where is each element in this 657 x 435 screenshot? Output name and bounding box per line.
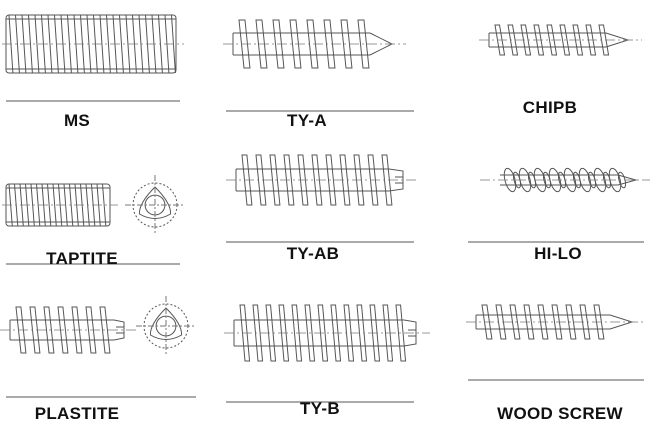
ty-b-screw	[233, 304, 417, 362]
hi-lo-screw	[500, 167, 638, 193]
chipb-screw	[488, 24, 630, 56]
plastite-cross-section	[136, 296, 196, 356]
label-ty-b: TY-B	[300, 399, 340, 418]
ty-ab-screw	[235, 154, 404, 206]
label-ms: MS	[63, 111, 91, 130]
label-plastite: PLASTITE	[34, 404, 120, 423]
label-chipb: CHIPB	[522, 98, 578, 117]
label-hi-lo: HI-LO	[534, 244, 582, 263]
label-ty-ab: TY-AB	[286, 244, 340, 263]
label-taptite: TAPTITE	[46, 249, 118, 268]
taptite-cross-section	[125, 175, 185, 235]
label-wood-screw: WOOD SCREW	[497, 404, 623, 423]
wood-screw	[475, 304, 634, 340]
plastite-screw	[9, 306, 125, 354]
label-ty-a: TY-A	[287, 111, 327, 130]
